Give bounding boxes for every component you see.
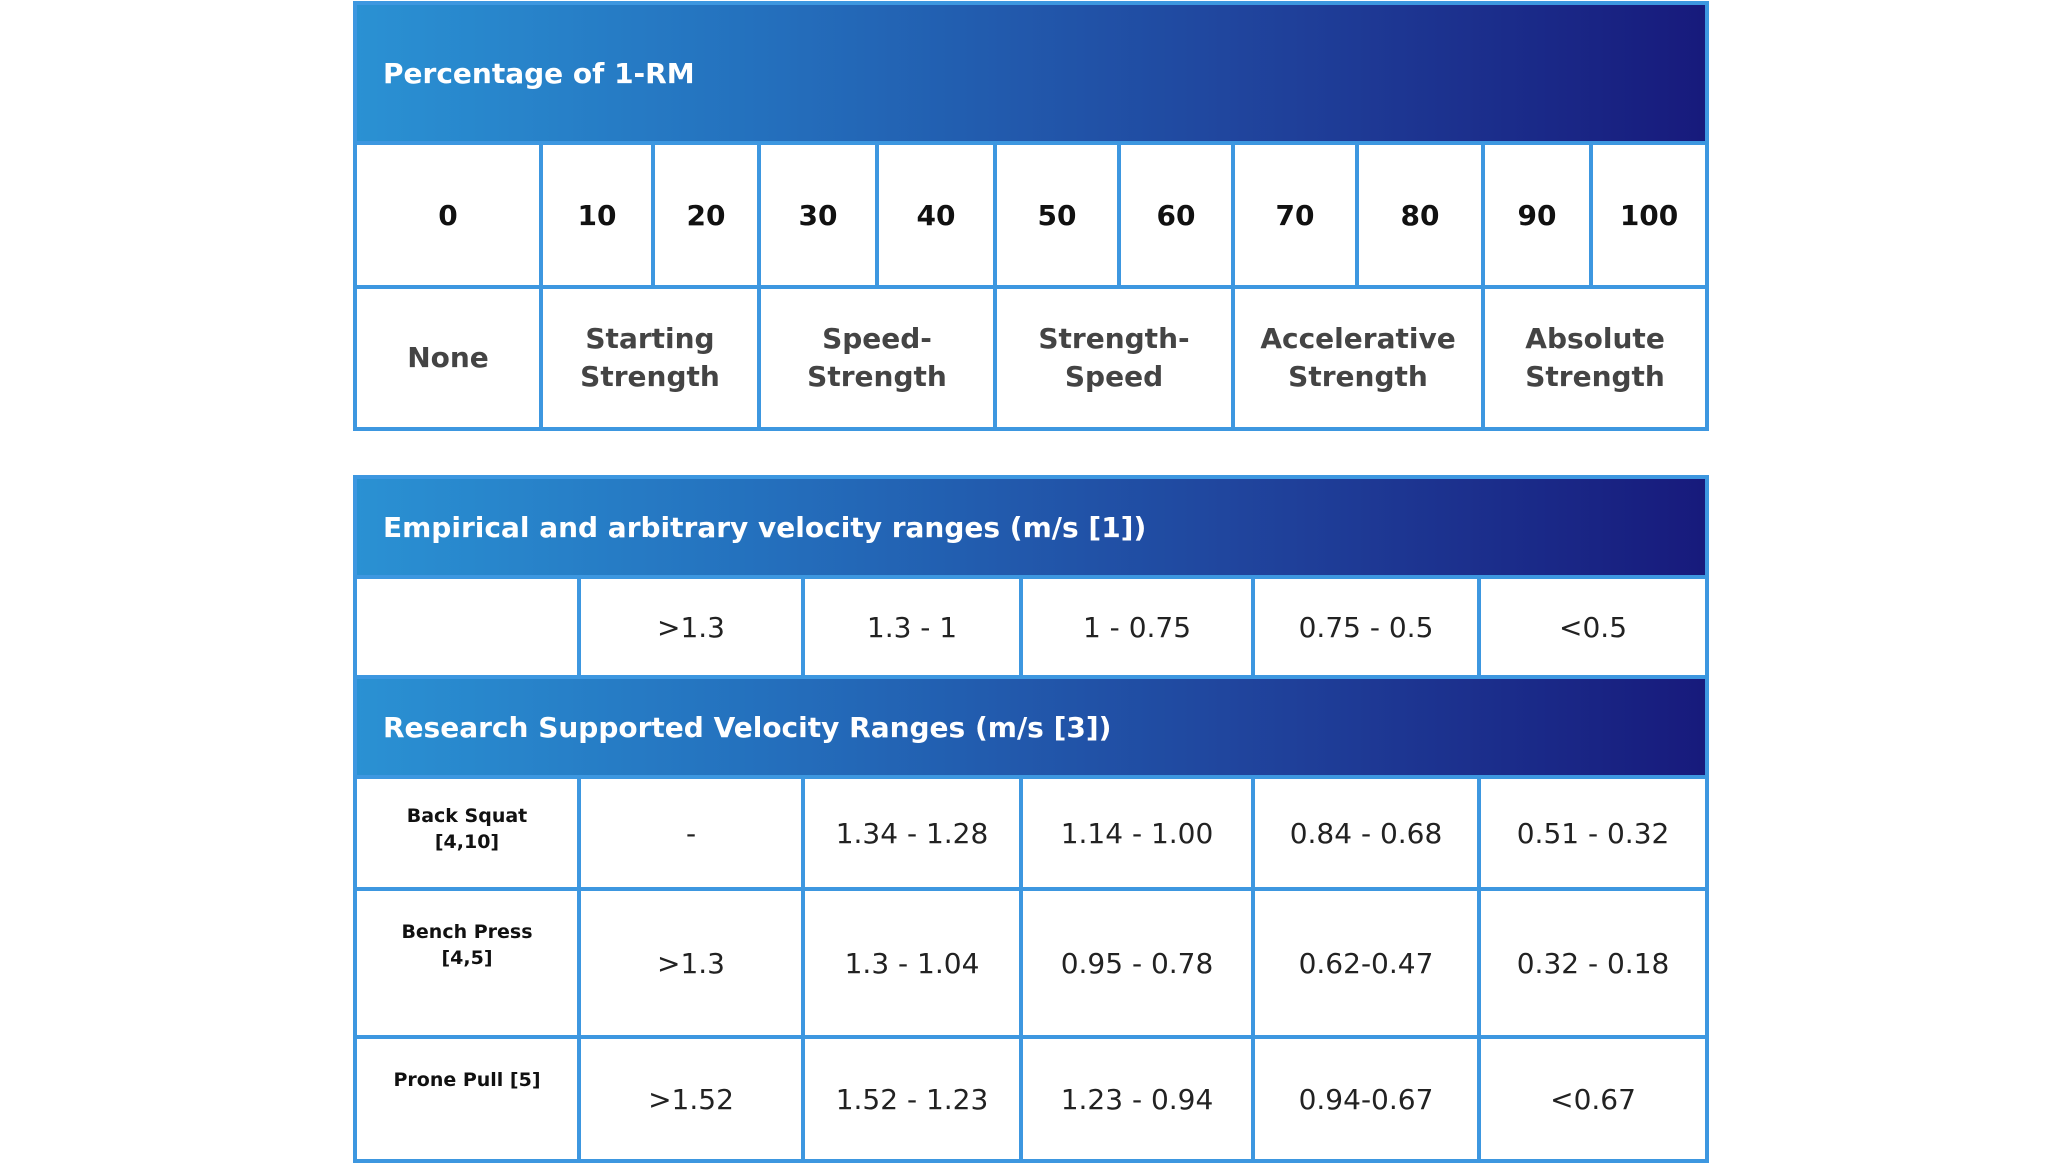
velocity-cell: 1.23 - 0.94 — [1019, 1035, 1255, 1163]
research-title: Research Supported Velocity Ranges (m/s … — [352, 675, 1710, 779]
zone-label: Speed- — [822, 322, 932, 355]
strength-zone-row: None Starting Strength Speed- Strength S… — [353, 285, 1710, 431]
exercise-name: Prone Pull [5] — [393, 1069, 541, 1091]
velocity-cell: <0.67 — [1476, 1035, 1710, 1163]
exercise-reference: [4,10] — [434, 831, 500, 853]
velocity-cell: 0.51 - 0.32 — [1476, 775, 1710, 891]
percentage-cell: 90 — [1481, 141, 1593, 289]
exercise-row-prone-pull: Prone Pull [5] >1.52 1.52 - 1.23 1.23 - … — [353, 1035, 1710, 1163]
zone-label: Accelerative — [1260, 322, 1456, 355]
velocity-cell: 1.52 - 1.23 — [801, 1035, 1023, 1163]
range-cell: <0.5 — [1476, 575, 1710, 679]
percentage-row: 0 10 20 30 40 50 60 70 80 90 100 — [353, 141, 1710, 289]
percentage-cell: 50 — [993, 141, 1121, 289]
velocity-cell: 0.94-0.67 — [1251, 1035, 1481, 1163]
percentage-cell: 70 — [1231, 141, 1359, 289]
empirical-title: Empirical and arbitrary velocity ranges … — [352, 475, 1710, 579]
velocity-cell: 1.34 - 1.28 — [801, 775, 1023, 891]
velocity-cell: >1.3 — [577, 887, 805, 1039]
one-rm-table: Percentage of 1-RM 0 10 20 30 40 50 60 7… — [352, 1, 1710, 431]
zone-label: None — [407, 341, 489, 374]
exercise-name-cell: Back Squat [4,10] — [353, 775, 581, 891]
velocity-cell: 0.84 - 0.68 — [1251, 775, 1481, 891]
velocity-cell: 0.32 - 0.18 — [1476, 887, 1710, 1039]
zone-label: Strength- — [1038, 322, 1190, 355]
percentage-cell: 10 — [539, 141, 655, 289]
zone-cell-absolute-strength: Absolute Strength — [1480, 285, 1710, 431]
percentage-cell: 0 — [353, 141, 543, 289]
zone-label: Strength — [807, 360, 947, 393]
range-cell: 1.3 - 1 — [801, 575, 1023, 679]
velocity-cell: 1.3 - 1.04 — [801, 887, 1023, 1039]
exercise-name: Bench Press — [401, 921, 533, 943]
exercise-name-cell: Bench Press [4,5] — [353, 887, 581, 1039]
zone-cell-starting-strength: Starting Strength — [539, 285, 761, 431]
one-rm-title: Percentage of 1-RM — [352, 1, 1710, 145]
exercise-row-bench-press: Bench Press [4,5] >1.3 1.3 - 1.04 0.95 -… — [353, 887, 1710, 1039]
percentage-cell: 60 — [1117, 141, 1235, 289]
percentage-cell: 20 — [651, 141, 761, 289]
velocity-cell: 0.62-0.47 — [1251, 887, 1481, 1039]
percentage-cell: 30 — [757, 141, 879, 289]
zone-label: Strength — [1525, 360, 1665, 393]
exercise-name-cell: Prone Pull [5] — [353, 1035, 581, 1163]
exercise-reference: [4,5] — [441, 947, 493, 969]
velocity-cell: 1.14 - 1.00 — [1019, 775, 1255, 891]
exercise-row-back-squat: Back Squat [4,10] - 1.34 - 1.28 1.14 - 1… — [353, 775, 1710, 891]
zone-label: Starting — [585, 322, 715, 355]
zone-label: Absolute — [1525, 322, 1665, 355]
percentage-cell: 100 — [1588, 141, 1710, 289]
empty-cell — [353, 575, 581, 679]
percentage-cell: 80 — [1355, 141, 1485, 289]
zone-cell-none: None — [353, 285, 543, 431]
zone-cell-accelerative-strength: Accelerative Strength — [1231, 285, 1485, 431]
zone-label: Speed — [1064, 360, 1164, 393]
zone-cell-strength-speed: Strength- Speed — [993, 285, 1235, 431]
velocity-cell: - — [577, 775, 805, 891]
range-cell: 0.75 - 0.5 — [1251, 575, 1481, 679]
empirical-range-row: >1.3 1.3 - 1 1 - 0.75 0.75 - 0.5 <0.5 — [353, 575, 1710, 679]
velocity-table: Empirical and arbitrary velocity ranges … — [352, 475, 1710, 1163]
range-cell: >1.3 — [577, 575, 805, 679]
zone-label: Strength — [580, 360, 720, 393]
velocity-cell: >1.52 — [577, 1035, 805, 1163]
zone-label: Strength — [1288, 360, 1428, 393]
velocity-cell: 0.95 - 0.78 — [1019, 887, 1255, 1039]
exercise-name: Back Squat — [406, 805, 528, 827]
zone-cell-speed-strength: Speed- Strength — [757, 285, 997, 431]
range-cell: 1 - 0.75 — [1019, 575, 1255, 679]
percentage-cell: 40 — [875, 141, 997, 289]
